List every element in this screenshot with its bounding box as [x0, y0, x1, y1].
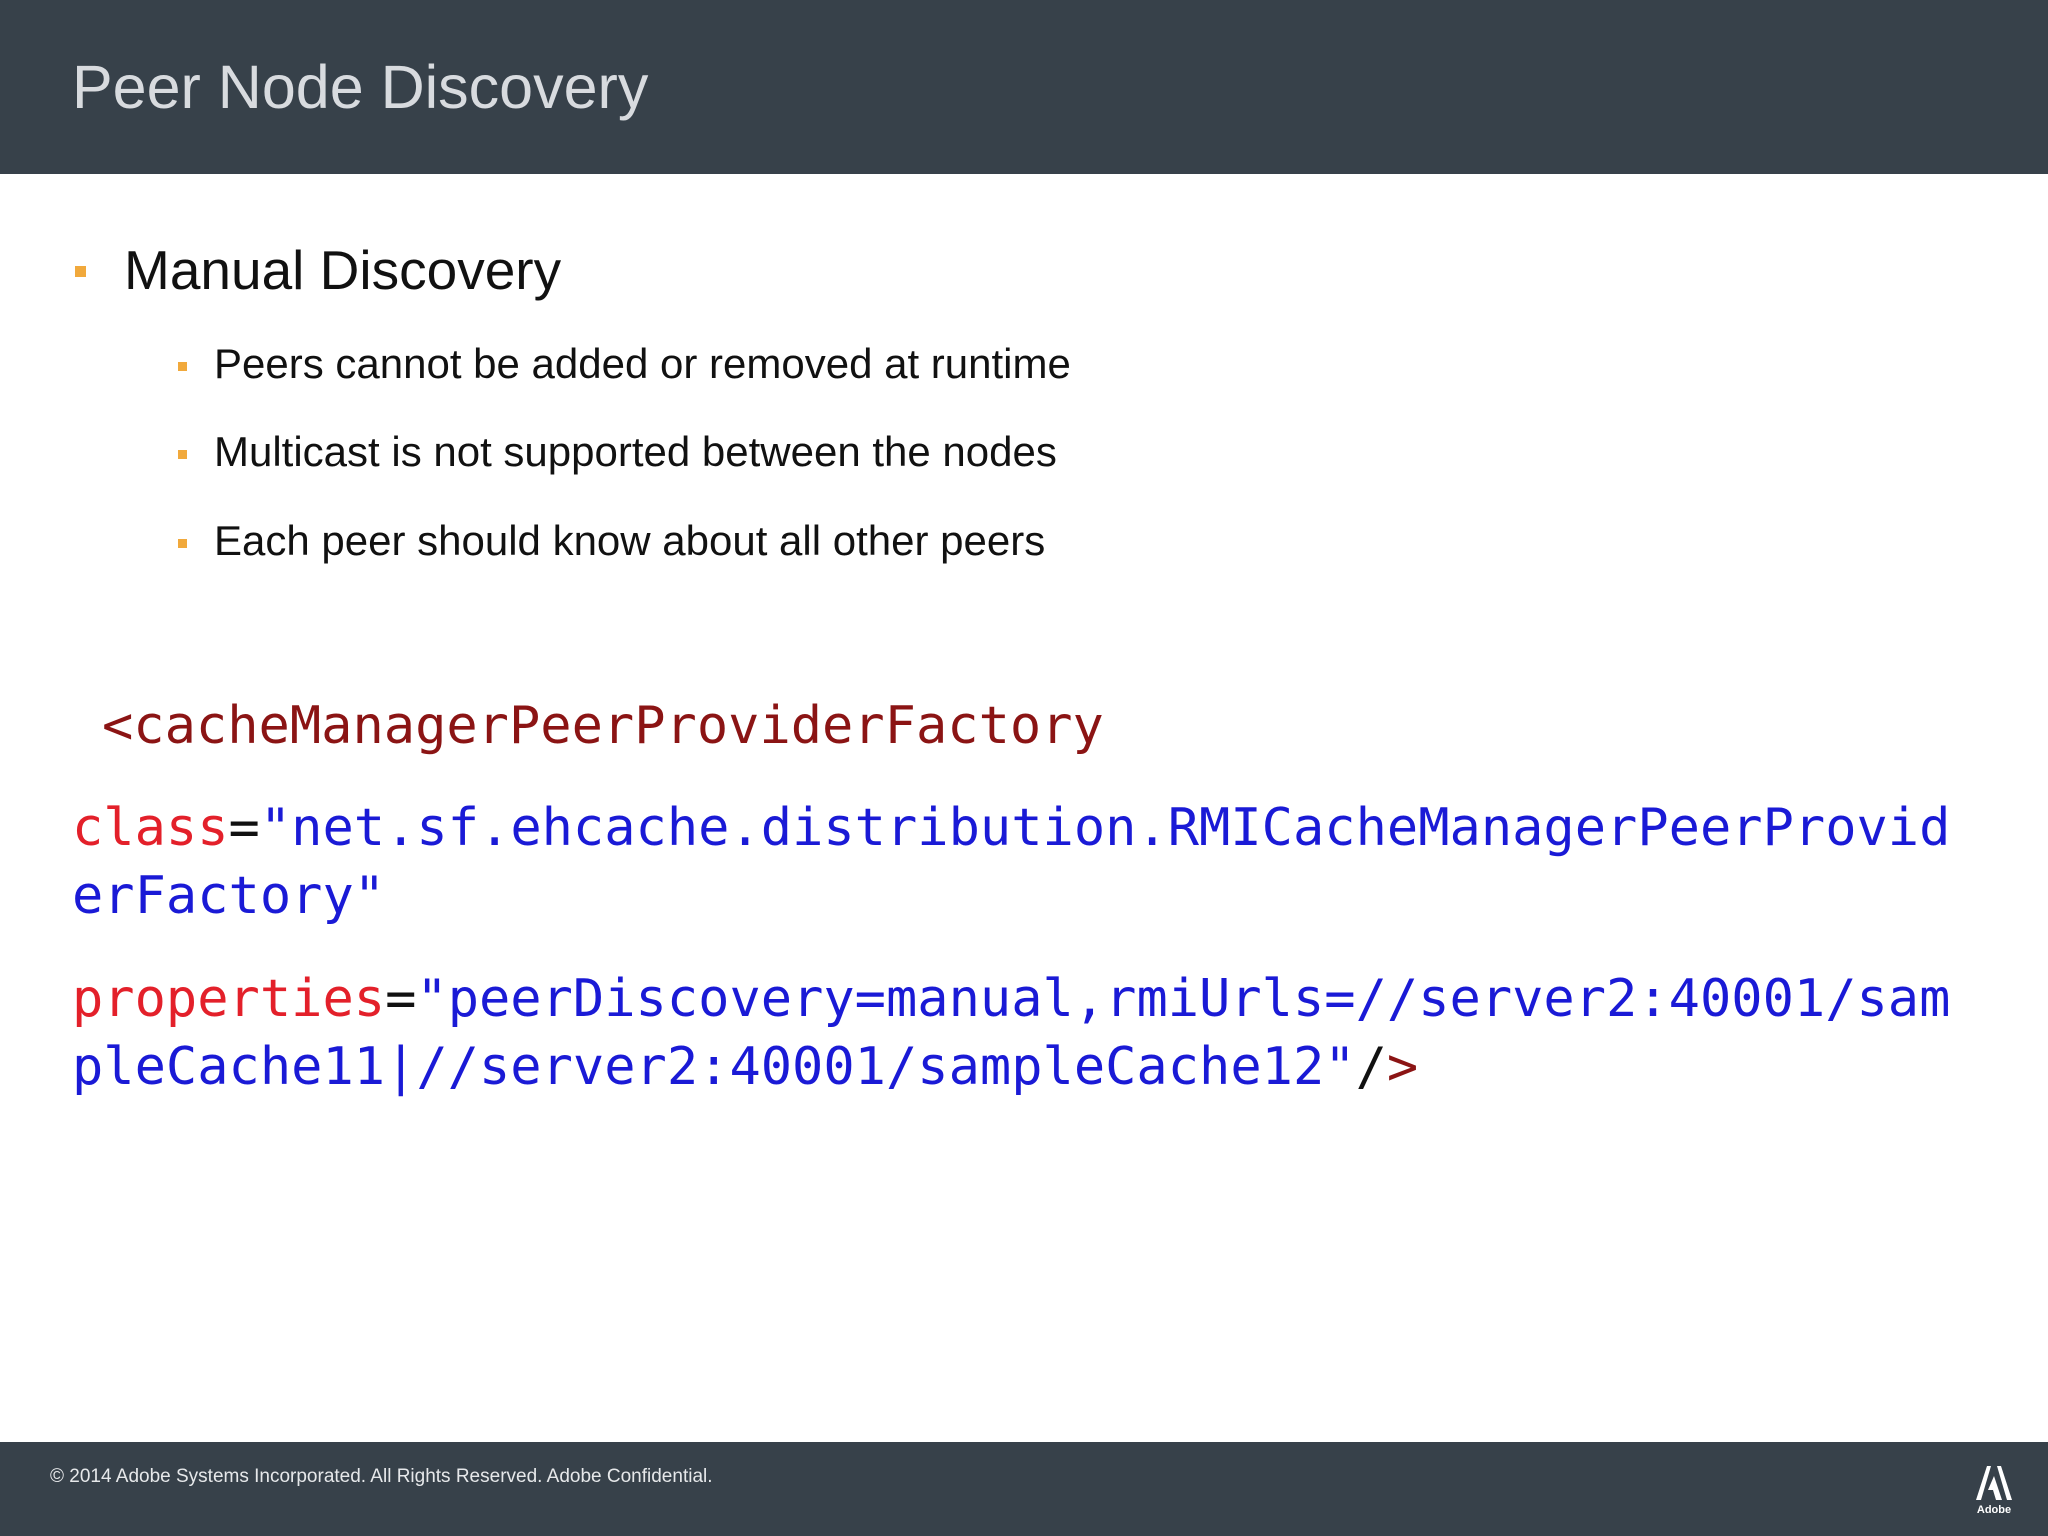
code-value-properties-cont: pleCache11|//server2:40001/sampleCache12…	[72, 1037, 1356, 1097]
code-attr-properties: properties	[72, 969, 386, 1029]
bullet-square-icon	[178, 450, 187, 459]
slide-footer: © 2014 Adobe Systems Incorporated. All R…	[0, 1442, 2048, 1536]
sub-bullet-text: Each peer should know about all other pe…	[214, 517, 1046, 564]
sub-bullet-text: Peers cannot be added or removed at runt…	[214, 340, 1071, 387]
code-equals: =	[385, 969, 417, 1029]
slide-title: Peer Node Discovery	[72, 53, 649, 121]
slide-header: Peer Node Discovery	[0, 0, 2048, 174]
code-value-class: "net.sf.ehcache.distribution.RMICacheMan…	[259, 798, 1951, 858]
code-tag: <cacheManagerPeerProviderFactory	[102, 696, 1104, 756]
adobe-logo-icon: Adobe	[1972, 1462, 2016, 1522]
bullet-text: Manual Discovery	[124, 239, 562, 301]
adobe-logo-mark	[1976, 1466, 2012, 1500]
code-value-class-cont: erFactory"	[72, 866, 386, 926]
code-value-properties: "peerDiscovery=manual,rmiUrls=//server2:…	[416, 969, 1951, 1029]
code-attr-class: class	[72, 798, 229, 858]
code-equals: =	[228, 798, 260, 858]
code-line-properties-cont: pleCache11|//server2:40001/sampleCache12…	[72, 1033, 1418, 1101]
logo-text: Adobe	[1976, 1504, 2012, 1516]
code-close-bracket: >	[1386, 1037, 1419, 1097]
code-line-properties: properties="peerDiscovery=manual,rmiUrls…	[72, 965, 1950, 1033]
sub-bullet-text: Multicast is not supported between the n…	[214, 428, 1057, 475]
code-line-class-cont: erFactory"	[72, 862, 385, 930]
copyright-text: © 2014 Adobe Systems Incorporated. All R…	[50, 1466, 713, 1487]
bullet-square-icon	[75, 266, 86, 277]
code-slash: /	[1355, 1037, 1387, 1097]
code-line-tag: <cacheManagerPeerProviderFactory	[102, 692, 1104, 760]
bullet-square-icon	[178, 362, 187, 371]
code-line-class: class="net.sf.ehcache.distribution.RMICa…	[72, 794, 1950, 862]
bullet-square-icon	[178, 539, 187, 548]
